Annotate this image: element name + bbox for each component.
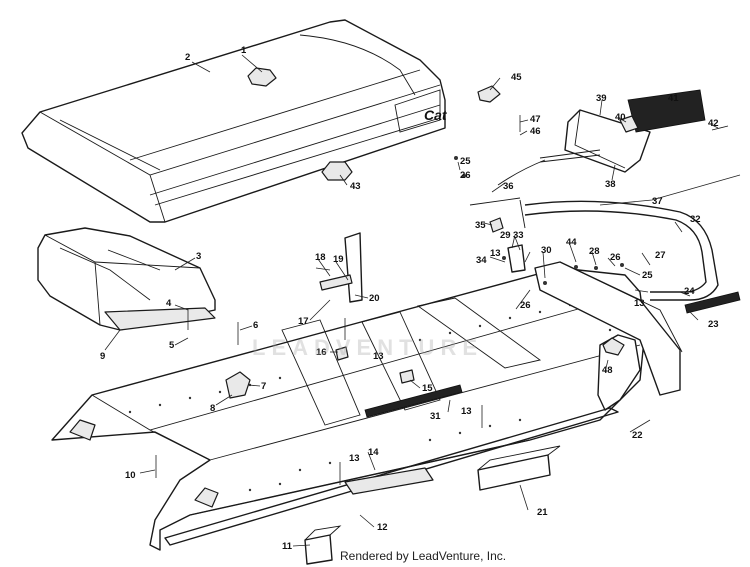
- callout-26-a: 26: [460, 170, 471, 181]
- callout-15: 15: [422, 383, 433, 394]
- callout-43: 43: [350, 181, 361, 192]
- callout-25-b: 25: [642, 270, 653, 281]
- callout-4: 4: [166, 298, 172, 309]
- seat-assembly: Cat: [21, 19, 448, 223]
- callout-18: 18: [315, 252, 326, 263]
- callout-35: 35: [475, 220, 486, 231]
- callout-13-c: 13: [461, 406, 472, 417]
- callout-10: 10: [125, 470, 136, 481]
- callout-33: 33: [513, 230, 524, 241]
- callout-34: 34: [476, 255, 487, 266]
- callout-37: 37: [652, 196, 663, 207]
- callout-16: 16: [316, 347, 327, 358]
- callout-38: 38: [605, 179, 616, 190]
- callout-22: 22: [632, 430, 643, 441]
- callout-47: 47: [530, 114, 541, 125]
- callout-3: 3: [196, 251, 201, 262]
- callout-13-d: 13: [349, 453, 360, 464]
- console-part: [37, 227, 216, 331]
- callout-45: 45: [511, 72, 522, 83]
- callout-27: 27: [655, 250, 666, 261]
- callout-19: 19: [333, 254, 344, 265]
- callout-6: 6: [253, 320, 258, 331]
- callout-28: 28: [589, 246, 600, 257]
- callout-26-c: 26: [520, 300, 531, 311]
- rear-bumper: [519, 199, 741, 396]
- watermark: LEADVENTURE: [252, 335, 484, 360]
- seat-logo-text: Cat: [424, 107, 448, 123]
- callout-32: 32: [690, 214, 701, 225]
- callout-13-e: 13: [634, 298, 645, 309]
- callout-5: 5: [169, 340, 175, 351]
- callout-13-b: 13: [373, 351, 384, 362]
- callout-40: 40: [615, 112, 626, 123]
- callout-1: 1: [241, 45, 247, 56]
- callout-7: 7: [261, 381, 266, 392]
- callout-44: 44: [566, 237, 577, 248]
- callout-20: 20: [369, 293, 380, 304]
- callout-14: 14: [368, 447, 379, 458]
- callout-2: 2: [185, 52, 190, 63]
- callout-42: 42: [708, 118, 719, 129]
- callout-13-a: 13: [490, 248, 501, 259]
- leader-lines: [104, 54, 741, 547]
- callout-25-a: 25: [460, 156, 471, 167]
- callout-26-b: 26: [610, 252, 621, 263]
- callout-29: 29: [500, 230, 511, 241]
- callout-23: 23: [708, 319, 719, 330]
- footer-credit: Rendered by LeadVenture, Inc.: [340, 549, 507, 563]
- callout-17: 17: [298, 316, 309, 327]
- callout-48: 48: [602, 365, 613, 376]
- callout-9: 9: [100, 351, 105, 362]
- callout-12: 12: [377, 522, 388, 533]
- callout-36: 36: [503, 181, 514, 192]
- callout-labels: 1 2 3 4 5 6 7 8 9 10 11 12 13 13 13 13 1…: [100, 45, 719, 552]
- callout-39: 39: [596, 93, 607, 104]
- callout-30: 30: [541, 245, 552, 256]
- callout-41: 41: [668, 93, 679, 104]
- callout-31: 31: [430, 411, 441, 422]
- callout-24: 24: [684, 286, 695, 297]
- callout-21: 21: [537, 507, 548, 518]
- tail-light: [497, 89, 729, 186]
- chassis-pan: [51, 267, 646, 551]
- callout-8: 8: [210, 403, 215, 414]
- callout-11: 11: [282, 541, 293, 552]
- hardware: [155, 85, 649, 565]
- callout-46: 46: [530, 126, 541, 137]
